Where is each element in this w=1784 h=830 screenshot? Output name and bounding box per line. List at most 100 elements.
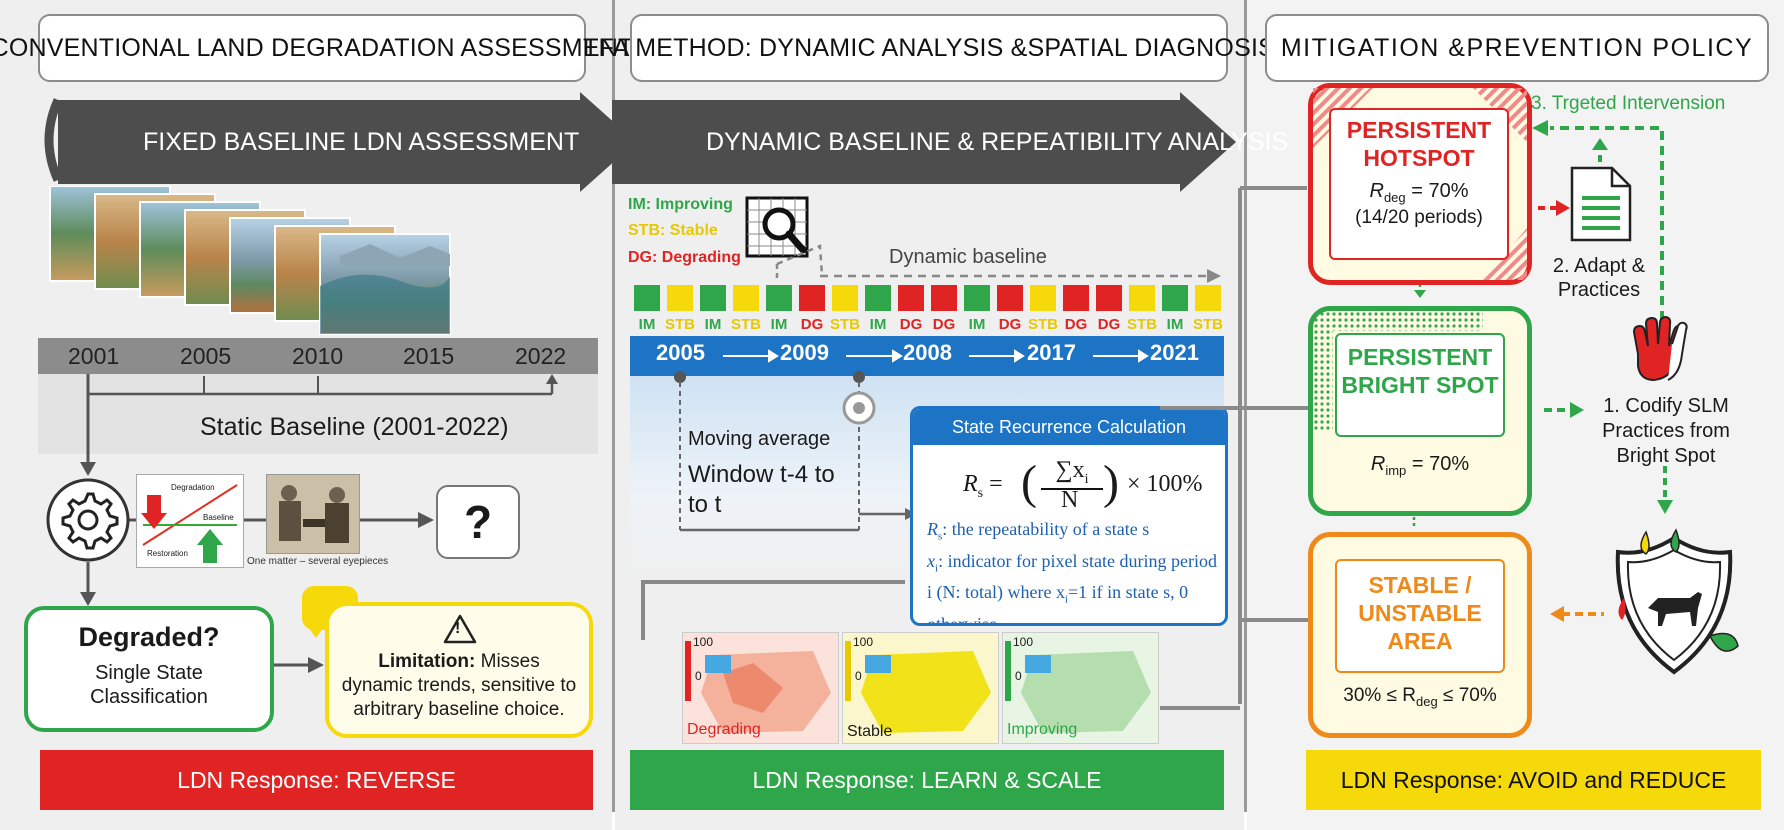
- dyn-year-label: 2021: [1150, 340, 1199, 365]
- document-icon: [1570, 166, 1632, 242]
- state-label: IM: [704, 316, 722, 333]
- def-x-text2: =1 if in state s, 0 otherwise.: [927, 582, 1189, 626]
- divider-left: [612, 0, 615, 812]
- state-square: [865, 285, 891, 311]
- map-label: Improving: [1007, 721, 1078, 738]
- state-label: IM: [770, 316, 788, 333]
- state-square: [1162, 285, 1188, 311]
- hotspot-r: R: [1369, 180, 1384, 202]
- dyn-year-label: 2009: [780, 340, 829, 365]
- map-scale-bottom: 0: [1015, 669, 1022, 683]
- formula-sum-sub: i: [1084, 471, 1089, 487]
- recurrence-calc-box: State Recurrence Calculation Rs = ( ∑xi …: [910, 406, 1228, 626]
- arrow-dynamic-baseline: [612, 92, 1236, 192]
- legend-stable: STB: Stable: [628, 222, 718, 239]
- calc-definitions: Rs: the repeatability of a state s xi: i…: [927, 517, 1217, 626]
- magnifier-grid-icon: [745, 196, 809, 258]
- map-scale-bottom: 0: [855, 669, 862, 683]
- hotspot-metric: Rdeg = 70%: [1331, 180, 1507, 205]
- warning-symbol: !: [455, 620, 461, 637]
- panel3-header: MITIGATION &PREVENTION POLICY: [1265, 14, 1769, 82]
- state-label: DG: [1097, 316, 1121, 333]
- state-label: DG: [932, 316, 956, 333]
- calc-title: State Recurrence Calculation: [913, 409, 1225, 445]
- question-mark: ?: [463, 496, 493, 548]
- window-label: Window t-4 to to t: [688, 461, 835, 518]
- window-bracket: [641, 371, 917, 640]
- state-label: STB: [830, 316, 860, 333]
- state-label: IM: [869, 316, 887, 333]
- state-label: DG: [998, 316, 1022, 333]
- hotspot-periods: (14/20 periods): [1355, 207, 1483, 228]
- state-label: DG: [1064, 316, 1088, 333]
- state-square: [766, 285, 792, 311]
- state-square: [700, 285, 726, 311]
- year-label: 2015: [403, 343, 455, 369]
- map-degrading: 100 0 Degrading: [682, 632, 839, 744]
- arrow-fixed-baseline: [58, 92, 636, 192]
- def-x-sub: i: [935, 562, 939, 575]
- hotspot-value: = 70%: [1405, 180, 1469, 202]
- formula-paren-right: ): [1103, 456, 1119, 509]
- state-label: DG: [899, 316, 923, 333]
- baseline-label: Static Baseline (2001-2022): [200, 413, 509, 441]
- stable-title: STABLE / UNSTABLE AREA: [1358, 572, 1482, 654]
- state-label: STB: [731, 316, 761, 333]
- targeted-intervention-label: 3. Trgeted Intervension: [1531, 93, 1726, 114]
- map-improving: 100 0 Improving: [1002, 632, 1159, 744]
- year-label: 2022: [515, 343, 567, 369]
- state-square: [799, 285, 825, 311]
- etching-caption: One matter – several eyepieces: [247, 556, 389, 567]
- moving-average-label: Moving average: [688, 428, 831, 450]
- question-box: ?: [436, 485, 520, 559]
- hotspot-r-sub: deg: [1383, 190, 1406, 205]
- def-x-text: : indicator for pixel state during perio…: [927, 550, 1217, 603]
- year-label: 2010: [292, 343, 344, 369]
- state-label: IM: [638, 316, 656, 333]
- map-scale-top: 100: [853, 635, 874, 649]
- limitation-bold: Limitation:: [378, 651, 476, 672]
- state-label: IM: [1166, 316, 1184, 333]
- hand-stop-icon: [1632, 315, 1688, 382]
- state-square: [1030, 285, 1056, 311]
- state-label: STB: [1028, 316, 1058, 333]
- limitation-box: ! Limitation: Misses dynamic trends, sen…: [325, 602, 593, 738]
- stable-metric: 30% ≤ Rdeg ≤ 70%: [1313, 685, 1527, 709]
- etching-image: [266, 474, 360, 554]
- panel2-header: TFA METHOD: DYNAMIC ANALYSIS &SPATIAL DI…: [583, 14, 1275, 82]
- bright-inner: PERSISTENT BRIGHT SPOT: [1335, 333, 1505, 437]
- dyn-year-label: 2017: [1027, 340, 1076, 365]
- stable-pre: 30% ≤ R: [1343, 685, 1416, 706]
- thumb-degradation-label: Degradation: [171, 483, 215, 492]
- hotspot-inner: PERSISTENT HOTSPOT Rdeg = 70% (14/20 per…: [1329, 108, 1509, 260]
- panel1-header: CONVENTIONAL LAND DEGRADATION ASSESSMENT: [0, 14, 633, 82]
- thumb-restoration-label: Restoration: [147, 549, 188, 558]
- landscape-card-7: [319, 233, 451, 335]
- bright-title: PERSISTENT BRIGHT SPOT: [1341, 344, 1499, 398]
- state-label: STB: [1193, 316, 1223, 333]
- state-label: STB: [665, 316, 695, 333]
- formula: Rs = ( ∑xi N ) × 100%: [963, 456, 1203, 514]
- baseline-diagram-thumb: Degradation Baseline Restoration: [136, 474, 244, 568]
- formula-denominator: N: [1061, 487, 1079, 513]
- def-x: x: [927, 550, 935, 571]
- state-square: [1195, 285, 1221, 311]
- bright-spot-box: PERSISTENT BRIGHT SPOT Rimp = 70%: [1308, 306, 1532, 516]
- def-r: R: [927, 519, 938, 539]
- formula-tail: × 100%: [1127, 471, 1203, 497]
- landscape-stack: [49, 186, 451, 335]
- dynamic-baseline-arrow: [775, 244, 1221, 283]
- thumb-baseline-label: Baseline: [203, 513, 234, 522]
- formula-r-sub: s: [977, 485, 984, 501]
- year-label: 2005: [180, 343, 232, 369]
- formula-paren-left: (: [1021, 456, 1037, 509]
- state-square: [1129, 285, 1155, 311]
- def-r-sub: s: [938, 530, 943, 543]
- state-square: [1096, 285, 1122, 311]
- arrow-label-fixed: FIXED BASELINE LDN ASSESSMENT: [143, 128, 580, 156]
- stable-post: ≤ 70%: [1437, 685, 1497, 706]
- legend-improving: IM: Improving: [628, 196, 733, 213]
- state-square: [733, 285, 759, 311]
- map-scale-top: 100: [693, 635, 714, 649]
- stable-inner: STABLE / UNSTABLE AREA: [1335, 559, 1505, 673]
